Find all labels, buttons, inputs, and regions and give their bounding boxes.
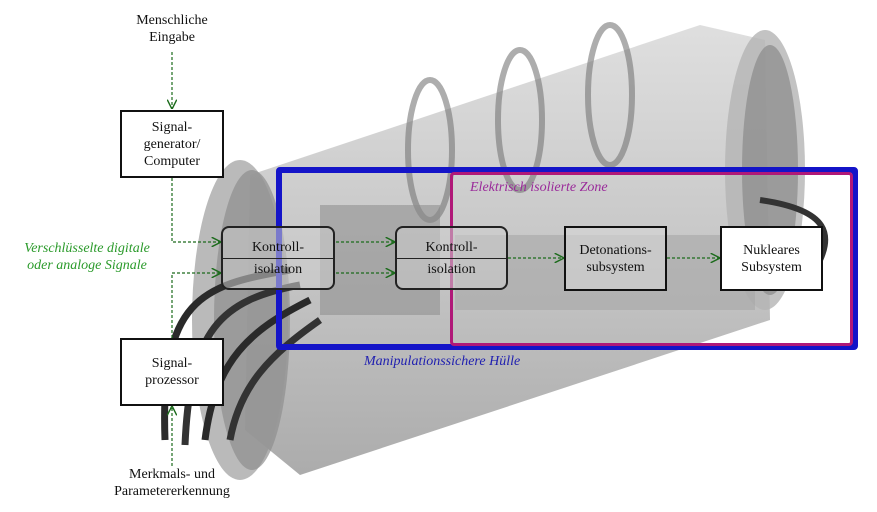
human-input-label: Menschliche Eingabe	[136, 13, 208, 45]
signal-generator-box: Signal- generator/ Computer	[120, 110, 224, 178]
control-isolation-2-bottom: isolation	[427, 262, 476, 277]
control-isolation-box-2: Kontroll- isolation	[395, 226, 508, 290]
control-isolation-box-1: Kontroll- isolation	[221, 226, 335, 290]
arrow-processor-to-iso1	[171, 273, 220, 338]
tamper-proof-shell-label: Manipulationssichere Hülle	[364, 354, 521, 369]
isolated-zone-label: Elektrisch isolierte Zone	[470, 180, 608, 195]
control-isolation-1-divider	[223, 258, 333, 259]
signal-processor-box: Signal- prozessor	[120, 338, 224, 406]
control-isolation-1-top: Kontroll-	[251, 240, 305, 255]
detonation-subsystem-box: Detonations- subsystem	[564, 226, 667, 291]
feature-recognition-label: Merkmals- und Parametererkennung	[114, 467, 230, 499]
control-isolation-2-divider	[397, 258, 506, 259]
control-isolation-2-top: Kontroll-	[425, 240, 478, 255]
arrow-generator-to-iso1	[171, 178, 220, 242]
nuclear-subsystem-box: Nukleares Subsystem	[720, 226, 823, 291]
control-isolation-1-bottom: isolation	[253, 262, 303, 277]
encrypted-signals-label: Verschlüsselte digitale oder analoge Sig…	[24, 241, 150, 273]
